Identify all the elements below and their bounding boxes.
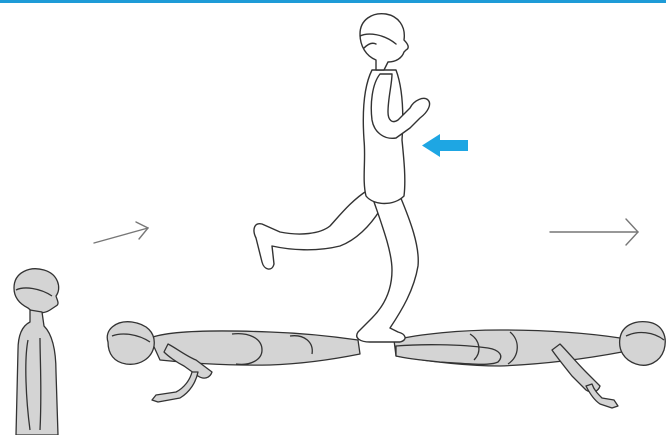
- left-arrow-icon: [422, 134, 468, 157]
- top-rule: [0, 0, 666, 3]
- pushup-figure-right: [394, 322, 665, 408]
- running-figure: [254, 14, 430, 342]
- right-arrow-icon: [94, 222, 148, 243]
- standing-figure: [14, 269, 59, 435]
- pushup-figure-left: [107, 322, 360, 402]
- right-arrow-icon: [550, 219, 638, 245]
